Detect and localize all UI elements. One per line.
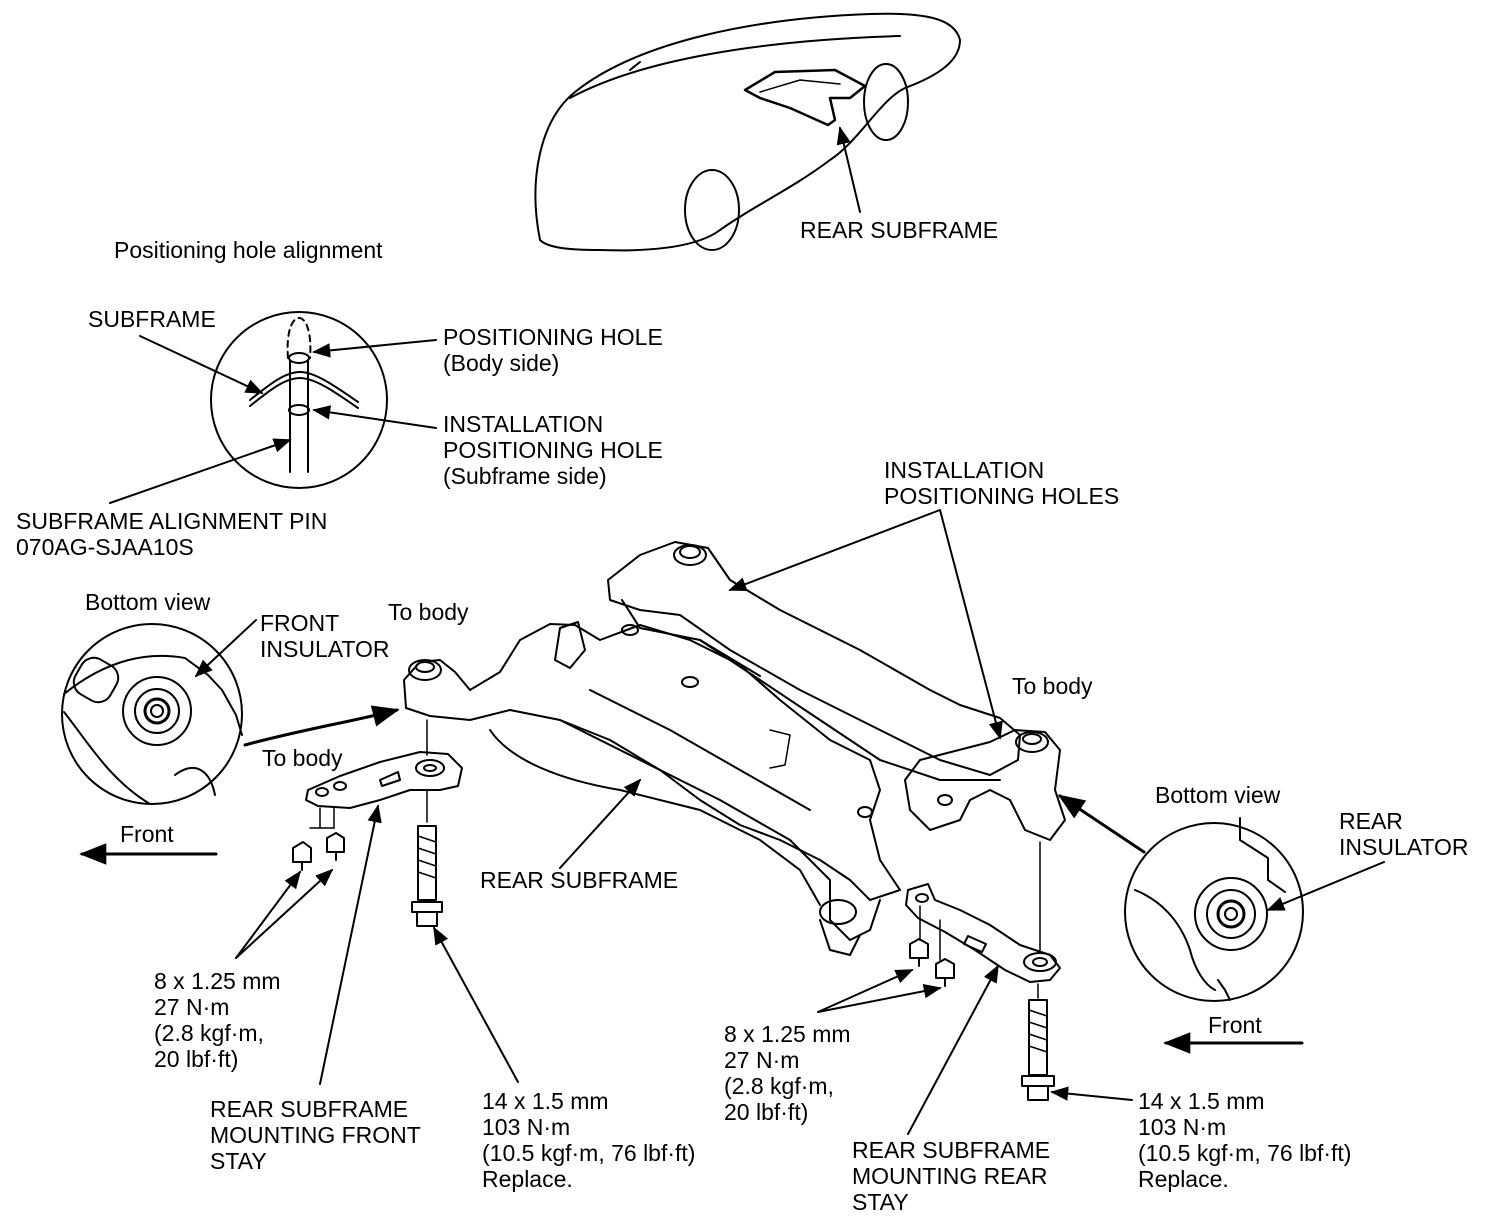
label-to-body-1: To body <box>388 599 469 625</box>
label-alignment-pin-part: 070AG-SJAA10S <box>16 534 194 560</box>
label-rear-insulator-1: REAR <box>1339 808 1403 834</box>
label-subframe-side: (Subframe side) <box>443 463 607 489</box>
label-installation: INSTALLATION <box>443 411 603 437</box>
bolt8-left-leader-1 <box>235 870 302 959</box>
label-positioning-hole: POSITIONING HOLE <box>443 324 663 350</box>
label-bolt14-left-1: 14 x 1.5 mm <box>482 1088 609 1114</box>
label-bolt14-left-2: 103 N·m <box>482 1114 570 1140</box>
label-rear-stay-2: MOUNTING REAR <box>852 1163 1048 1189</box>
label-body-side: (Body side) <box>443 350 559 376</box>
label-rear-stay-1: REAR SUBFRAME <box>852 1137 1050 1163</box>
label-bolt14-right-2: 103 N·m <box>1138 1114 1226 1140</box>
label-subframe: SUBFRAME <box>88 306 216 332</box>
label-bolt14-right-1: 14 x 1.5 mm <box>1138 1088 1265 1114</box>
install-holes-leader-2 <box>939 509 1003 740</box>
label-to-body-3: To body <box>1012 673 1093 699</box>
bolt14-left-leader <box>433 926 519 1083</box>
bolt8-left-leader-2 <box>235 868 334 959</box>
front-insulator-transfer-arrow <box>243 705 400 747</box>
label-rear-subframe-top: REAR SUBFRAME <box>800 217 998 243</box>
bolt8-right-leader-1 <box>817 969 914 1013</box>
front-stay-leader <box>319 804 382 1085</box>
label-bolt14-left-4: Replace. <box>482 1166 573 1192</box>
label-front-stay-1: REAR SUBFRAME <box>210 1096 408 1122</box>
label-alignment-pin: SUBFRAME ALIGNMENT PIN <box>16 508 327 534</box>
label-front-stay-2: MOUNTING FRONT <box>210 1122 421 1148</box>
label-installation-2: INSTALLATION <box>884 457 1044 483</box>
rear-subframe-body <box>403 541 1066 956</box>
alignment-pin-leader <box>109 438 292 504</box>
label-bolt8-right-4: 20 lbf·ft) <box>724 1099 808 1125</box>
label-to-body-2: To body <box>262 745 343 771</box>
install-holes-leader-1 <box>728 509 941 591</box>
rear-subframe-top-leader <box>836 126 861 213</box>
label-bolt14-right-3: (10.5 kgf·m, 76 lbf·ft) <box>1138 1140 1351 1166</box>
subframe-leader <box>139 335 264 394</box>
label-bolt8-left-1: 8 x 1.25 mm <box>154 968 281 994</box>
front-insulator-detail <box>61 623 243 805</box>
rear-insulator-detail <box>1124 817 1304 1002</box>
bolt14-right-leader <box>1050 1086 1133 1101</box>
front-insulator-leader <box>194 619 257 678</box>
labels: REAR SUBFRAME Positioning hole alignment… <box>16 217 1469 1215</box>
label-bolt14-right-4: Replace. <box>1138 1166 1229 1192</box>
rear-long-bolt <box>1021 983 1055 1101</box>
label-rear-insulator-2: INSULATOR <box>1339 834 1469 860</box>
label-front-right: Front <box>1208 1012 1262 1038</box>
positioning-hole-detail <box>210 311 388 489</box>
label-rear-subframe-mid: REAR SUBFRAME <box>480 867 678 893</box>
rear-stay <box>905 841 1061 983</box>
front-long-bolt <box>411 789 443 927</box>
label-front-left: Front <box>120 821 174 847</box>
label-positioning-hole-2: POSITIONING HOLE <box>443 437 663 463</box>
label-front-insulator-2: INSULATOR <box>260 636 390 662</box>
label-bolt8-right-1: 8 x 1.25 mm <box>724 1021 851 1047</box>
label-front-stay-3: STAY <box>210 1148 267 1174</box>
rear-subframe-mid-leader <box>559 778 642 869</box>
installation-hole-leader <box>312 405 437 429</box>
label-bottom-view-right: Bottom view <box>1155 782 1281 808</box>
front-stay-small-bolts <box>292 807 345 871</box>
label-positioning-hole-alignment: Positioning hole alignment <box>114 237 383 263</box>
car-outline <box>534 12 961 252</box>
label-bolt8-left-3: (2.8 kgf·m, <box>154 1020 264 1046</box>
label-front-insulator-1: FRONT <box>260 610 339 636</box>
label-bolt8-left-4: 20 lbf·ft) <box>154 1046 238 1072</box>
positioning-hole-leader <box>312 339 437 358</box>
label-bolt8-left-2: 27 N·m <box>154 994 229 1020</box>
rear-insulator-transfer-arrow <box>1057 794 1146 854</box>
rear-stay-leader <box>907 964 999 1135</box>
label-bottom-view-left: Bottom view <box>85 589 211 615</box>
rear-insulator-leader <box>1266 861 1385 911</box>
label-bolt8-right-3: (2.8 kgf·m, <box>724 1073 834 1099</box>
label-bolt14-left-3: (10.5 kgf·m, 76 lbf·ft) <box>482 1140 695 1166</box>
rear-stay-small-bolts <box>909 905 955 987</box>
label-positioning-holes: POSITIONING HOLES <box>884 483 1119 509</box>
front-stay <box>305 719 463 809</box>
label-bolt8-right-2: 27 N·m <box>724 1047 799 1073</box>
bolt8-right-leader-2 <box>817 984 942 1013</box>
label-rear-stay-3: STAY <box>852 1189 909 1215</box>
